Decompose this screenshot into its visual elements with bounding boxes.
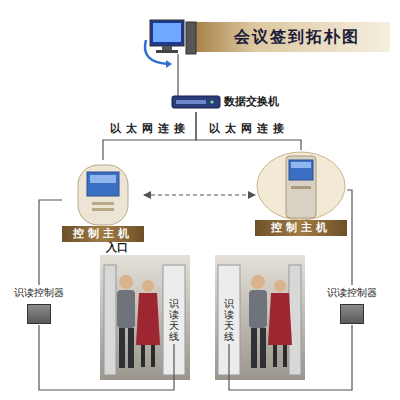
- switch-device: [172, 96, 220, 108]
- antenna-label: 识读天线: [224, 298, 234, 342]
- controller-label: 识读控制器: [14, 286, 64, 299]
- free-label: 入口: [106, 240, 128, 255]
- host-label: 控制主机: [64, 227, 142, 241]
- host-label: 控制主机: [257, 221, 345, 235]
- switch-label: 数据交换机: [224, 94, 279, 110]
- connector: [347, 190, 352, 285]
- ctrl-node: 识读控制器: [325, 285, 379, 325]
- computer-wire: [177, 54, 178, 96]
- kiosk-right: [257, 152, 345, 220]
- host-band: 控制主机: [255, 220, 347, 236]
- ctrl-node: 识读控制器: [12, 285, 66, 325]
- connector: [103, 112, 196, 160]
- controller-icon: [27, 304, 51, 324]
- connector: [229, 325, 352, 390]
- controller-label: 识读控制器: [327, 286, 377, 299]
- antenna-label: 识读天线: [169, 298, 179, 342]
- ant-node: 识读天线: [224, 298, 234, 342]
- host-band: 控制主机: [62, 226, 144, 242]
- entrance-photo-left: [100, 255, 190, 380]
- kiosk-left: [78, 165, 128, 225]
- connector: [39, 200, 62, 285]
- computer-icon: [145, 20, 196, 68]
- switch-node: 数据交换机: [170, 92, 281, 112]
- host-node: 控制主机: [62, 160, 144, 242]
- edge-label: 以太网连接: [208, 122, 290, 136]
- connector: [39, 325, 174, 390]
- ant-node: 识读天线: [169, 298, 179, 342]
- host-node: 控制主机: [255, 150, 347, 236]
- connector: [144, 194, 255, 195]
- title-band: [196, 22, 390, 52]
- diagram-title: 会议签到拓朴图: [234, 27, 360, 48]
- connector: [196, 112, 301, 150]
- edge-label: 以太网连接: [109, 122, 191, 136]
- controller-icon: [340, 304, 364, 324]
